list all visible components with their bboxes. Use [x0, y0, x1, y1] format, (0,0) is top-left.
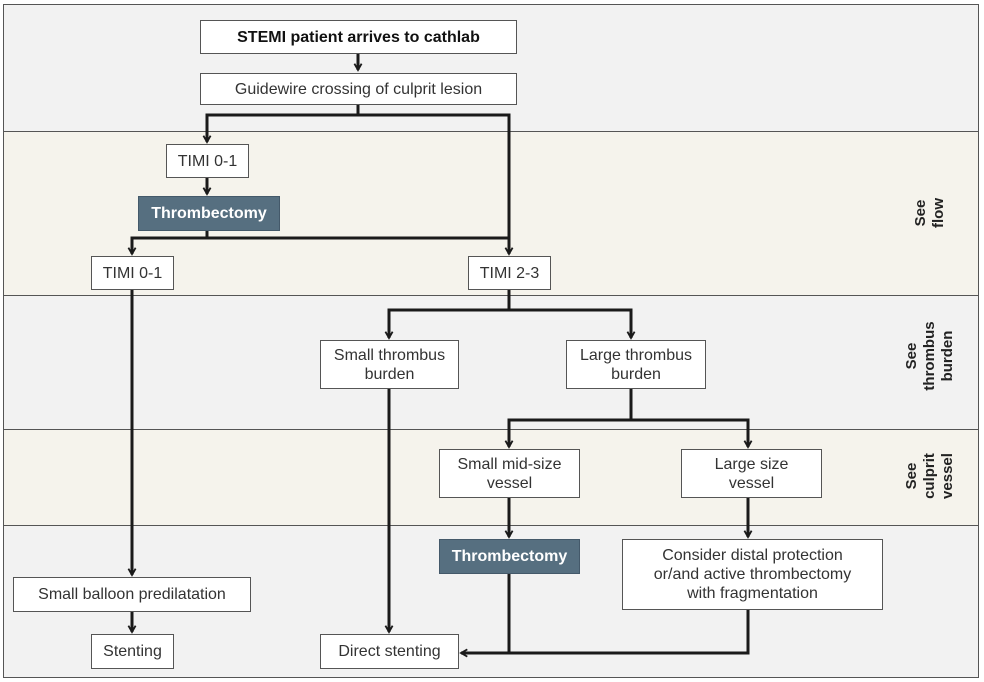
- timi-0-1-top-box: TIMI 0-1: [166, 144, 249, 178]
- timi-0-1-left-box: TIMI 0-1: [91, 256, 174, 290]
- thrombectomy-top-box: Thrombectomy: [138, 196, 280, 231]
- arrow-thrombectomy-timi01-left: [132, 231, 209, 254]
- small-vessel-box: Small mid-size vessel: [439, 449, 580, 498]
- stemi-box: STEMI patient arrives to cathlab: [200, 20, 517, 54]
- balloon-predilatation-box: Small balloon predilatation: [13, 577, 251, 612]
- small-thrombus-box: Small thrombus burden: [320, 340, 459, 389]
- thrombectomy-bottom-box: Thrombectomy: [439, 539, 580, 574]
- direct-stenting-box: Direct stenting: [320, 634, 459, 669]
- distal-protection-box: Consider distal protection or/and active…: [622, 539, 883, 610]
- timi-2-3-box: TIMI 2-3: [468, 256, 551, 290]
- arrow-large-thrombus-large-vessel: [631, 418, 748, 447]
- line-distal-direct: [509, 609, 750, 655]
- arrow-guidewire-timi01: [207, 104, 360, 142]
- large-vessel-box: Large size vessel: [681, 449, 822, 498]
- arrow-guidewire-timi23: [358, 113, 509, 254]
- arrow-timi23-small-thrombus: [389, 289, 511, 338]
- large-thrombus-box: Large thrombus burden: [566, 340, 706, 389]
- arrow-large-thrombus-small-vessel: [509, 388, 633, 447]
- arrow-thrombectomy-direct: [461, 573, 511, 653]
- guidewire-box: Guidewire crossing of culprit lesion: [200, 73, 517, 105]
- arrow-timi23-large-thrombus: [509, 308, 631, 338]
- stenting-box: Stenting: [91, 634, 174, 669]
